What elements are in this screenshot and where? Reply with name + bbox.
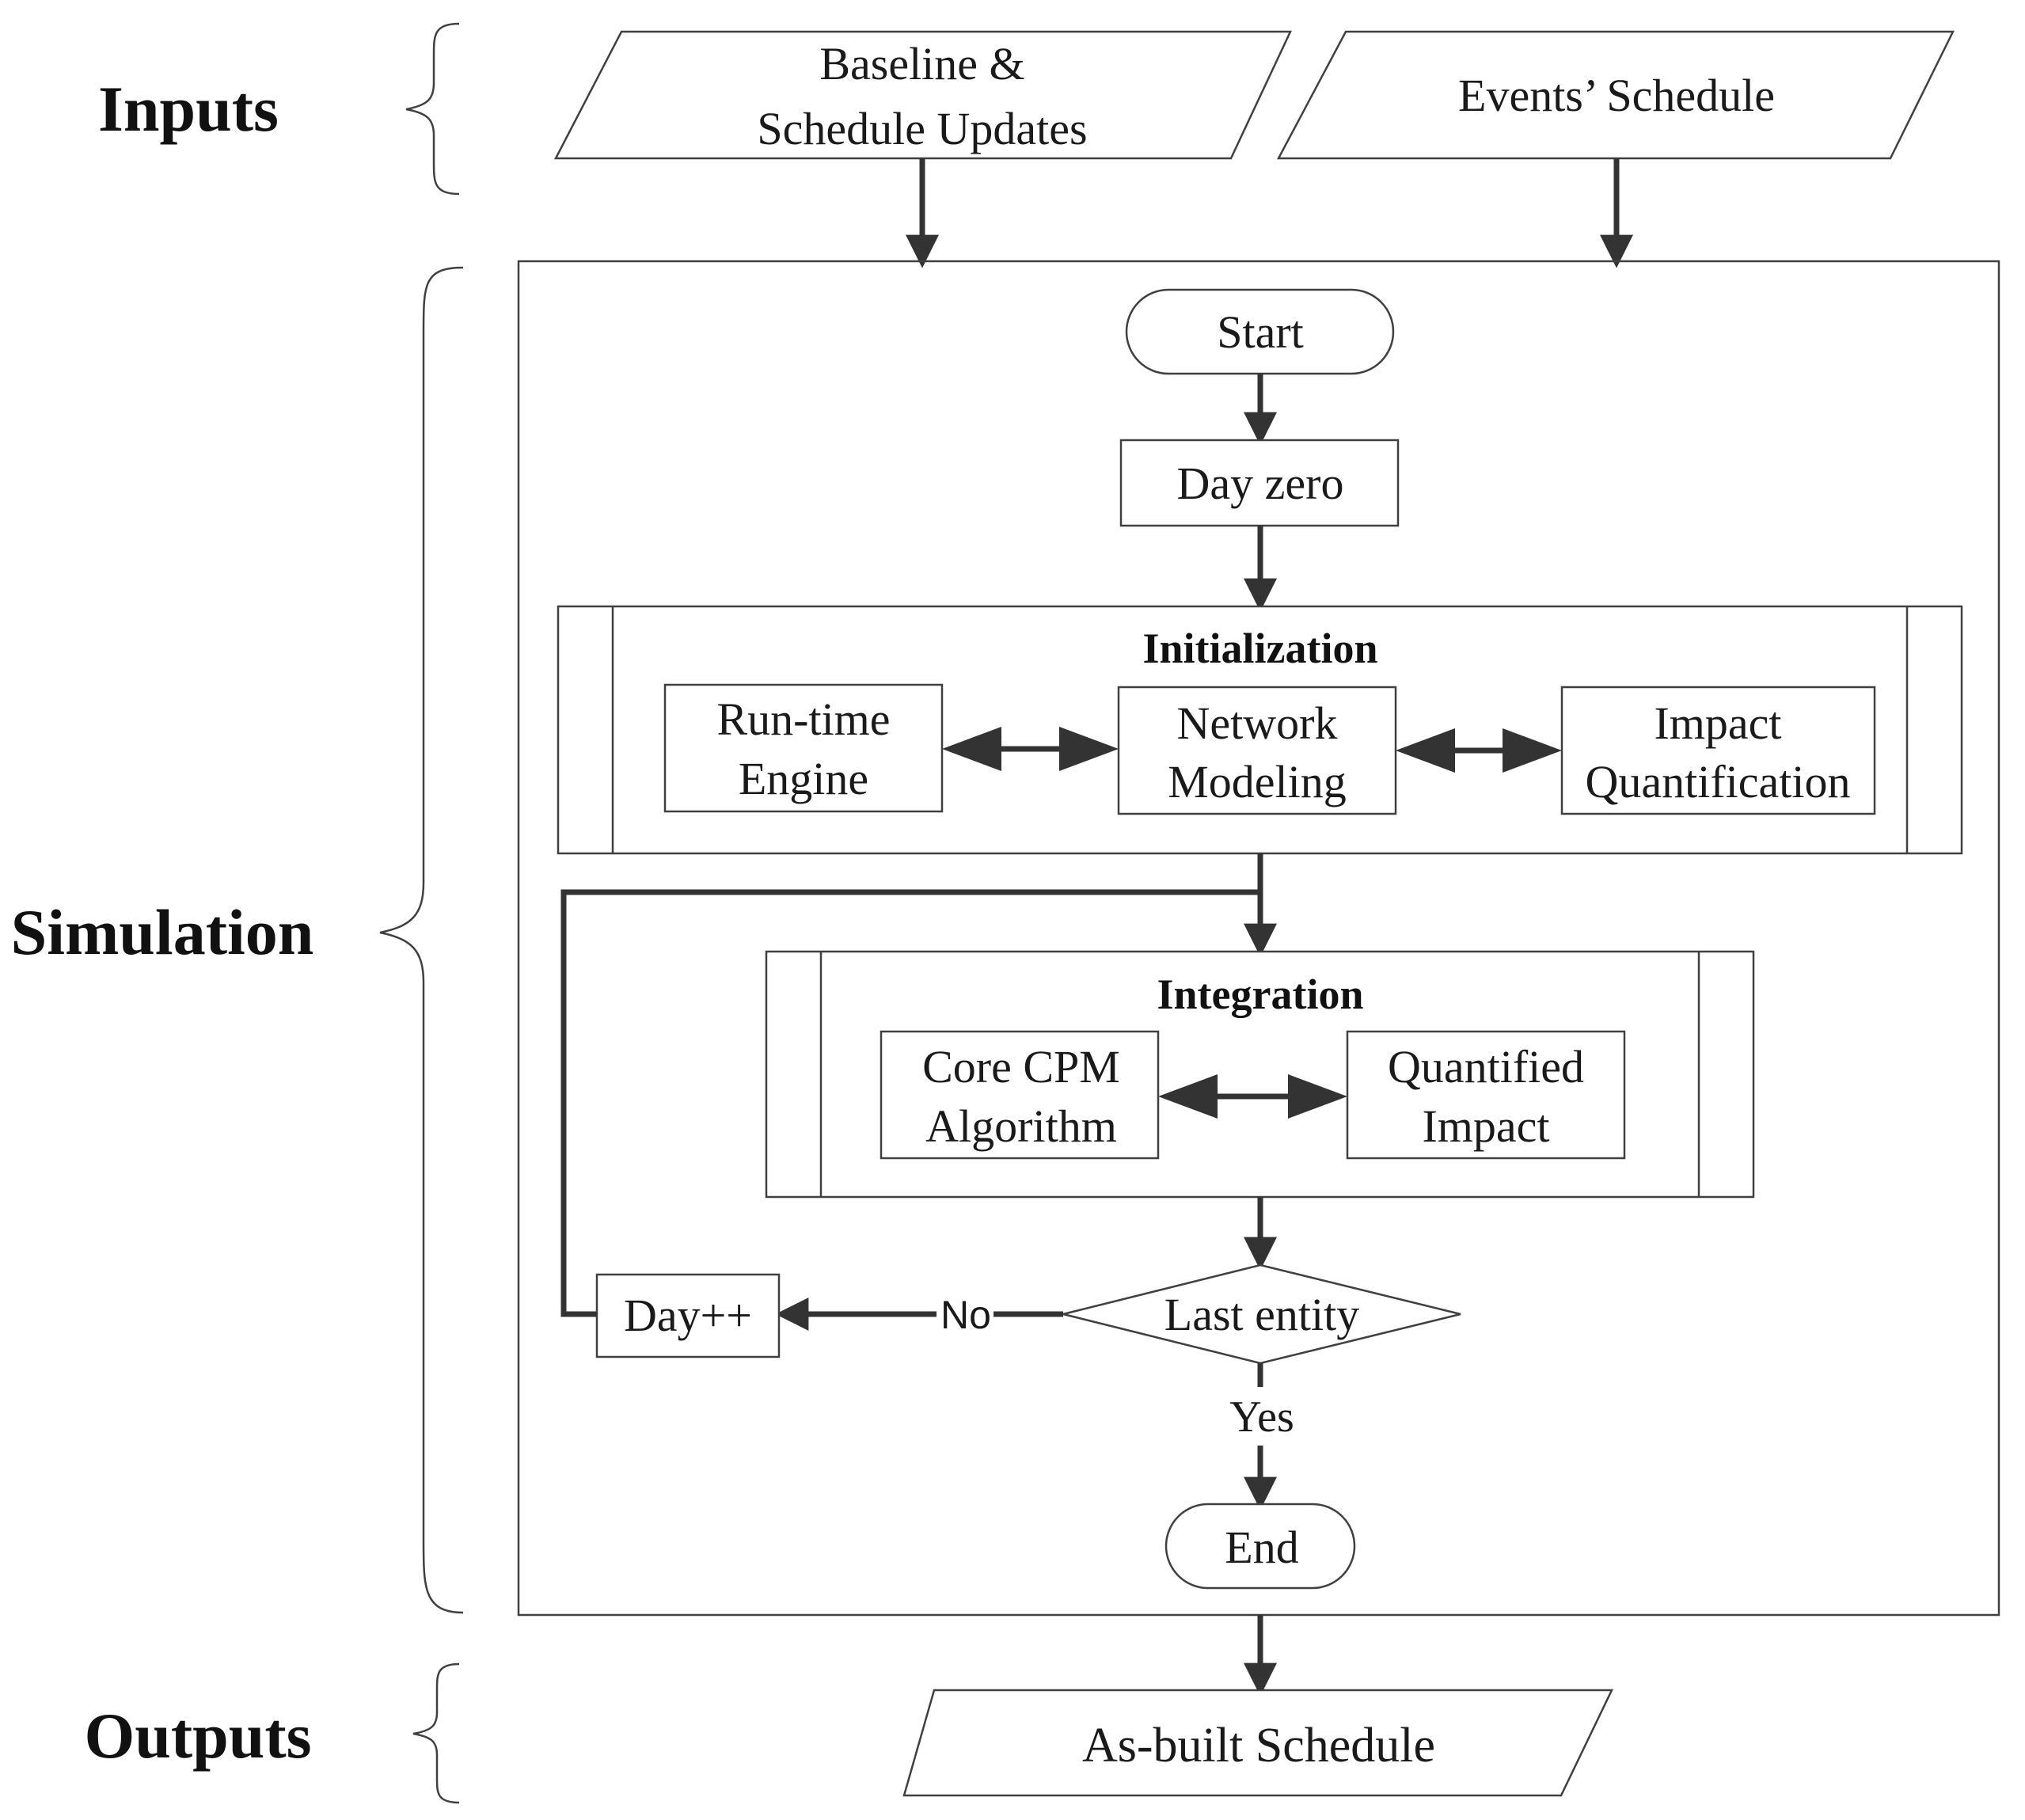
core-cpm-box: Core CPM Algorithm: [880, 1030, 1160, 1160]
day-increment-label: Day++: [624, 1290, 752, 1341]
core-cpm-line2: Algorithm: [925, 1100, 1117, 1152]
initialization-subprocess: Initialization Run-time Engine Network M…: [557, 605, 1963, 855]
input-events-label: Events’ Schedule: [1458, 70, 1775, 121]
day-zero-label: Day zero: [1177, 458, 1344, 509]
output-as-built-label: As-built Schedule: [1082, 1719, 1435, 1773]
run-time-engine-line1: Run-time: [716, 693, 890, 745]
input-baseline-line2: Schedule Updates: [757, 103, 1087, 154]
yes-label: Yes: [1229, 1393, 1294, 1442]
no-label: No: [940, 1293, 991, 1337]
run-time-engine-box: Run-time Engine: [663, 683, 944, 813]
integration-title: Integration: [1157, 971, 1364, 1018]
core-cpm-line1: Core CPM: [922, 1041, 1120, 1092]
initialization-title: Initialization: [1142, 625, 1377, 672]
section-label-simulation: Simulation: [11, 896, 314, 968]
loop-back-line: [560, 889, 1260, 1317]
day-zero-process: Day zero: [1119, 439, 1400, 527]
impact-quantification-line2: Quantification: [1585, 756, 1850, 807]
run-time-engine-line2: Engine: [739, 753, 868, 804]
network-modeling-line1: Network: [1177, 697, 1338, 749]
impact-quantification-box: Impact Quantification: [1560, 686, 1876, 815]
impact-quantification-line1: Impact: [1654, 697, 1781, 749]
brace-outputs: [412, 1662, 460, 1804]
section-label-inputs: Inputs: [98, 73, 279, 145]
section-label-outputs: Outputs: [84, 1700, 311, 1772]
last-entity-decision: Last entity: [1062, 1263, 1461, 1365]
start-terminal: Start: [1125, 288, 1395, 375]
output-as-built-schedule: As-built Schedule: [902, 1689, 1613, 1797]
input-events-schedule: Events’ Schedule: [1276, 30, 1955, 160]
double-arrow-engine-network: [942, 727, 1119, 771]
day-increment-process: Day++: [595, 1273, 781, 1358]
double-arrow-network-impact: [1396, 728, 1562, 773]
double-arrow-cpm-impact: [1158, 1074, 1347, 1119]
end-label: End: [1225, 1522, 1298, 1573]
network-modeling-box: Network Modeling: [1117, 686, 1397, 815]
network-modeling-line2: Modeling: [1168, 756, 1347, 807]
input-baseline-schedule-updates: Baseline & Schedule Updates: [553, 30, 1292, 160]
start-label: Start: [1217, 306, 1304, 358]
end-terminal: End: [1164, 1503, 1356, 1590]
integration-subprocess: Integration Core CPM Algorithm Quantifie…: [765, 950, 1755, 1199]
quantified-impact-line2: Impact: [1422, 1100, 1549, 1152]
quantified-impact-box: Quantified Impact: [1346, 1030, 1626, 1160]
brace-inputs: [405, 22, 460, 196]
quantified-impact-line1: Quantified: [1388, 1041, 1584, 1092]
last-entity-label: Last entity: [1164, 1289, 1359, 1340]
input-baseline-line1: Baseline &: [819, 38, 1024, 89]
brace-simulation: [379, 266, 464, 1614]
